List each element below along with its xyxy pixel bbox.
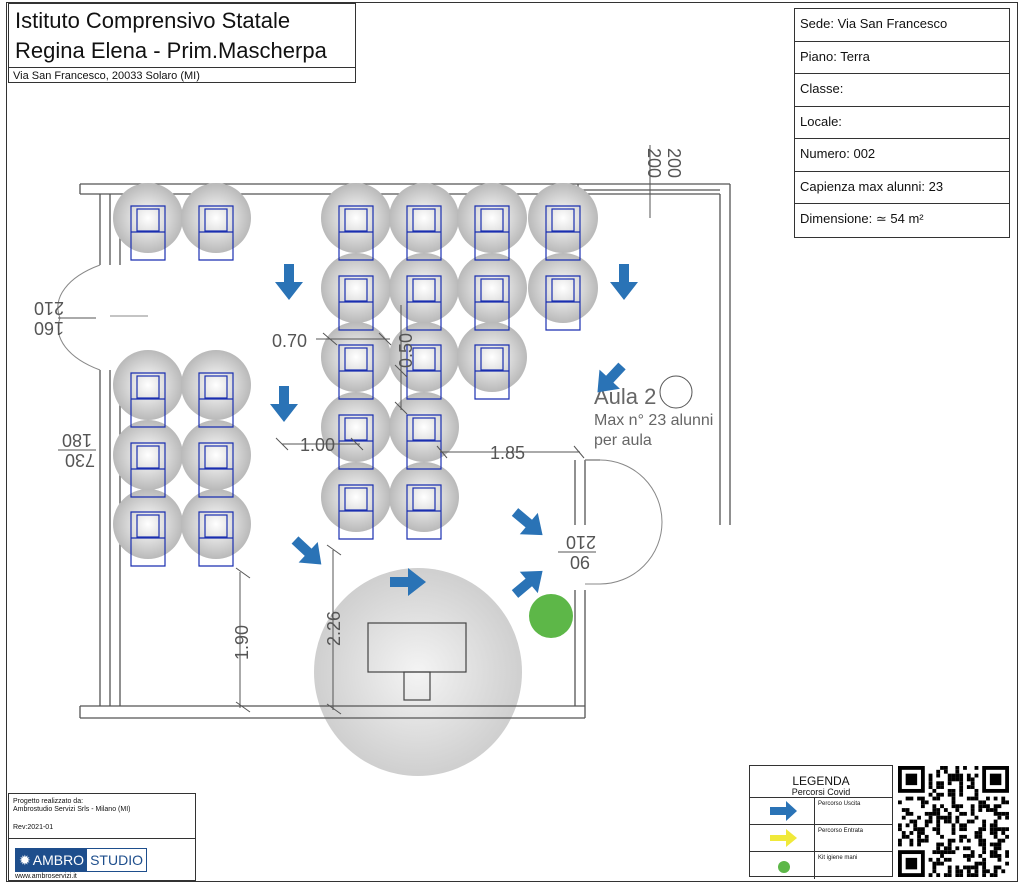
revision: Rev:2021-01 (13, 824, 54, 831)
info-dimensione: Dimensione: ≃ 54 m² (800, 211, 924, 226)
school-address: Via San Francesco, 20033 Solaro (MI) (13, 70, 200, 82)
dim-070: 0.70 (272, 331, 307, 351)
sun-icon: ✹ (19, 852, 31, 868)
seat-distance-circle (457, 253, 527, 323)
info-classe: Classe: (795, 74, 1009, 107)
student-seats (113, 183, 598, 567)
room-info-table: Sede: Via San Francesco Piano: Terra Cla… (794, 8, 1010, 238)
exit-arrow-icon (285, 529, 331, 575)
website: www.ambroservizi.it (15, 873, 77, 880)
seat-distance-circle (321, 183, 391, 253)
legend-title: LEGENDA (792, 774, 850, 788)
room-capacity-2: per aula (594, 432, 652, 449)
dim-226: 2.26 (324, 611, 344, 646)
blue-arrow-icon (770, 801, 797, 821)
exit-arrow-icon (610, 264, 638, 300)
legend-subtitle: Percorsi Covid (791, 787, 851, 797)
info-numero: Numero: 002 (795, 139, 1009, 172)
legend-item-label: Kit igiene mani (818, 855, 858, 861)
exit-arrow-icon (270, 386, 298, 422)
school-branch: Regina Elena - Prim.Mascherpa (15, 38, 327, 63)
teacher-desk (367, 622, 467, 701)
seat-distance-circle (113, 350, 183, 420)
dimension-lines (235, 145, 651, 715)
opening-top-b: 200 (664, 148, 684, 178)
title-block: Istituto Comprensivo Statale Regina Elen… (8, 3, 356, 83)
left-door (57, 264, 148, 371)
info-sede: Sede: Via San Francesco (795, 9, 1009, 42)
dim-190: 1.90 (232, 625, 252, 660)
room-number-circle (659, 375, 693, 409)
legend-item-label: Percorso Entrata (818, 828, 864, 834)
seat-distance-circle (181, 183, 251, 253)
seat-distance-circle (389, 253, 459, 323)
legend-item: Kit igiene mani (750, 851, 892, 879)
green-dot-icon (778, 861, 790, 873)
right-door-b: 90 (570, 552, 590, 572)
opening-top-a: 200 (644, 148, 664, 178)
info-capienza: Capienza max alunni: 23 (795, 172, 1009, 204)
exit-arrow-icon (506, 501, 552, 546)
legend-item: Percorso Entrata (750, 824, 892, 852)
seat-distance-circle (457, 183, 527, 253)
seat-distance-circle (528, 183, 598, 253)
seat-distance-circle (389, 183, 459, 253)
credits-line1: Progetto realizzato da: (13, 798, 84, 805)
dim-100: 1.00 (300, 435, 335, 455)
logo-part-b: STUDIO (87, 849, 146, 871)
left-window-a: 180 (62, 430, 92, 450)
ambrostudio-logo: ✹AMBRO STUDIO (15, 848, 147, 872)
yellow-arrow-icon (770, 829, 797, 847)
dim-185: 1.85 (490, 443, 525, 463)
school-name: Istituto Comprensivo Statale (15, 8, 291, 33)
legend-item-label: Percorso Uscita (818, 801, 861, 807)
hand-sanitizer-icon (529, 594, 573, 638)
right-door-a: 210 (566, 532, 596, 552)
seat-distance-circle (181, 350, 251, 420)
seat-distance-circle (457, 322, 527, 392)
dim-050: 0.50 (396, 333, 416, 368)
info-locale: Locale: (795, 107, 1009, 139)
seat-distance-circle (113, 420, 183, 490)
seat-distance-circle (181, 489, 251, 559)
room-capacity-1: Max n° 23 alunni (594, 412, 713, 429)
credits-block: Progetto realizzato da:Ambrostudio Servi… (8, 793, 196, 881)
left-window-b: 730 (65, 450, 95, 470)
seat-distance-circle (113, 489, 183, 559)
seat-distance-circle (113, 183, 183, 253)
seat-distance-circle (181, 420, 251, 490)
seat-distance-circle (528, 253, 598, 323)
legend-item: Percorso Uscita (750, 797, 892, 825)
drawing-sheet (6, 2, 1018, 882)
seat-distance-circle (389, 462, 459, 532)
qr-code-icon[interactable] (898, 766, 1009, 877)
seat-distance-circle (321, 322, 391, 392)
left-door-b: 160 (34, 318, 64, 338)
legend: LEGENDA Percorsi Covid Percorso Uscita P… (749, 765, 893, 879)
seat-distance-circle (321, 253, 391, 323)
exit-arrow-icon (275, 264, 303, 300)
logo-part-a: AMBRO (32, 852, 85, 868)
credits-line2: Ambrostudio Servizi Srls - Milano (MI) (13, 806, 131, 813)
seat-distance-circle (321, 462, 391, 532)
info-piano: Piano: Terra (795, 42, 1009, 74)
right-door (585, 459, 663, 585)
left-door-a: 210 (34, 298, 64, 318)
